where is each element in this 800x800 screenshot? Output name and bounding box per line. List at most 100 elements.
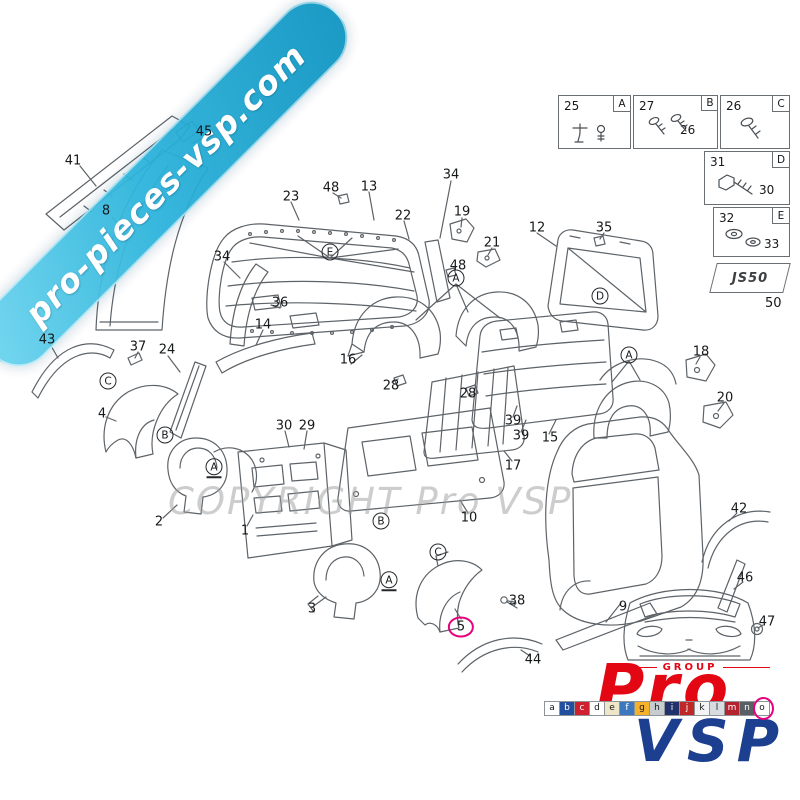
assembly-ref-C: C	[99, 372, 117, 390]
leader-lines	[49, 137, 764, 657]
part-number-3[interactable]: 3	[307, 601, 317, 617]
windshield-header-14-art	[215, 332, 316, 374]
part-number-21[interactable]: 21	[483, 235, 501, 251]
part-number-26[interactable]: 26	[726, 99, 742, 113]
group-line-left	[610, 666, 657, 669]
part-number-46[interactable]: 46	[736, 570, 754, 586]
part-number-25[interactable]: 25	[564, 99, 580, 113]
front-floor-10-art	[337, 407, 505, 512]
bolt-icon	[718, 174, 753, 195]
part-number-13[interactable]: 13	[360, 179, 378, 195]
part-number-16[interactable]: 16	[339, 352, 357, 368]
part-number-35[interactable]: 35	[595, 220, 613, 236]
part-number-41[interactable]: 41	[64, 153, 82, 169]
part-number-23[interactable]: 23	[282, 189, 300, 205]
part-number-38[interactable]: 38	[508, 593, 526, 609]
roof-pads-36-art	[251, 294, 320, 329]
logo-group-label: GROUP	[662, 662, 718, 673]
color-swatch-f[interactable]: f	[619, 701, 635, 716]
part-number-39[interactable]: 39	[512, 428, 530, 444]
group-line-right	[723, 666, 771, 669]
part-number-1[interactable]: 1	[240, 523, 250, 539]
part-number-44[interactable]: 44	[524, 652, 542, 668]
part-number-29[interactable]: 29	[298, 418, 316, 434]
part-number-14[interactable]: 14	[254, 317, 272, 333]
assembly-ref-A: A	[380, 571, 398, 591]
legend-box-d: 31 30 D	[704, 151, 790, 205]
bracket-18-art	[685, 353, 716, 382]
part-number-5[interactable]: 5	[447, 616, 475, 638]
side-frame-9-art	[545, 416, 704, 651]
part-number-48[interactable]: 48	[322, 180, 340, 196]
part-number-12[interactable]: 12	[528, 220, 546, 236]
part-number-18[interactable]: 18	[692, 344, 710, 360]
front-fender-5-art	[415, 551, 483, 633]
part-number-10[interactable]: 10	[460, 510, 478, 526]
part-number-43[interactable]: 43	[38, 332, 56, 348]
color-swatch-l[interactable]: l	[709, 701, 725, 716]
arch-trim-43-art	[31, 343, 115, 399]
color-swatch-c[interactable]: c	[574, 701, 590, 716]
highlight-ring-swatch-o	[753, 697, 774, 720]
color-swatch-g[interactable]: g	[634, 701, 650, 716]
part-number-34[interactable]: 34	[213, 249, 231, 265]
part-number-27[interactable]: 27	[639, 99, 655, 113]
assembly-ref-E: E	[321, 243, 339, 261]
part-number-30[interactable]: 30	[759, 183, 775, 197]
logo-group-row: GROUP	[610, 662, 771, 673]
part-number-33[interactable]: 33	[764, 237, 780, 251]
washer-icons	[725, 228, 761, 247]
trim-46-art	[717, 559, 746, 613]
color-swatch-i[interactable]: i	[664, 701, 680, 716]
assembly-ref-A: A	[205, 458, 223, 478]
color-swatch-j[interactable]: j	[679, 701, 695, 716]
color-swatch-b[interactable]: b	[559, 701, 575, 716]
rear-frame-12-art	[547, 229, 659, 331]
grommet-47-art	[750, 622, 764, 636]
part-number-36[interactable]: 36	[271, 295, 289, 311]
part-number-48[interactable]: 48	[449, 258, 467, 274]
arch-trim-44-art	[457, 637, 543, 673]
part-number-28[interactable]: 28	[459, 386, 477, 402]
model-badge: JS50	[709, 263, 791, 293]
part-number-24[interactable]: 24	[158, 342, 176, 358]
assembly-ref-B: B	[156, 426, 174, 444]
part-number-15[interactable]: 15	[541, 430, 559, 446]
right-arch-liner-art	[593, 358, 677, 439]
color-swatch-a[interactable]: a	[544, 701, 560, 716]
bracket-20-art	[702, 401, 734, 429]
color-swatch-e[interactable]: e	[604, 701, 620, 716]
legend-box-e: 32 33 E	[713, 207, 790, 257]
part-number-31[interactable]: 31	[710, 155, 726, 169]
assembly-ref-B: B	[372, 512, 390, 530]
mid-floor-17-art	[423, 365, 525, 459]
part-number-47[interactable]: 47	[758, 614, 776, 630]
part-number-28[interactable]: 28	[382, 378, 400, 394]
part-number-34[interactable]: 34	[442, 167, 460, 183]
part-number-37[interactable]: 37	[129, 339, 147, 355]
part-number-2[interactable]: 2	[154, 514, 164, 530]
part-number-19[interactable]: 19	[453, 204, 471, 220]
part-number-8[interactable]: 8	[101, 203, 111, 219]
part-number-17[interactable]: 17	[504, 458, 522, 474]
legend-letter-a: A	[613, 96, 630, 112]
part-number-22[interactable]: 22	[394, 208, 412, 224]
inner-wheel-arch-16-art	[347, 291, 539, 359]
part-number-4[interactable]: 4	[97, 406, 107, 422]
color-swatch-m[interactable]: m	[724, 701, 740, 716]
arch-trim-42-art	[701, 510, 771, 569]
part-number-45[interactable]: 45	[195, 124, 213, 140]
color-swatch-h[interactable]: h	[649, 701, 665, 716]
part-number-9[interactable]: 9	[618, 599, 628, 615]
assembly-ref-A: A	[620, 346, 638, 364]
part-number-50[interactable]: 50	[765, 296, 782, 311]
part-number-42[interactable]: 42	[730, 501, 748, 517]
legend-letter-c: C	[772, 96, 789, 112]
part-number-20[interactable]: 20	[716, 390, 734, 406]
color-swatch-d[interactable]: d	[589, 701, 605, 716]
part-number-30[interactable]: 30	[275, 418, 293, 434]
part-number-39[interactable]: 39	[504, 413, 522, 429]
color-swatch-k[interactable]: k	[694, 701, 710, 716]
part-number-32[interactable]: 32	[719, 211, 735, 225]
